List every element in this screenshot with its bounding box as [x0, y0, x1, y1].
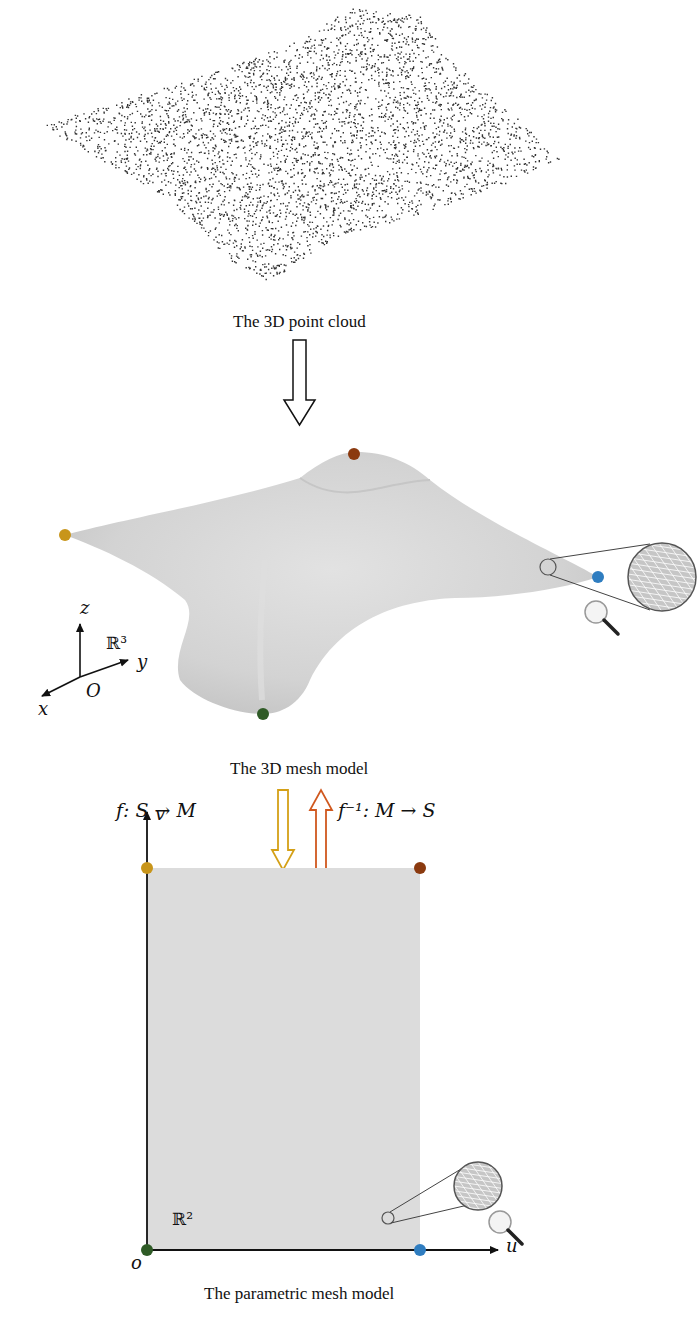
- caption: The 3D mesh model: [230, 760, 368, 779]
- inverse-map-arrow: [310, 790, 332, 870]
- mesh-shading: [300, 478, 430, 492]
- mesh-surface: [65, 452, 598, 714]
- axes-2d: [145, 812, 498, 1252]
- origin-label: O: [86, 681, 101, 701]
- space-label: ℝ²: [172, 1210, 193, 1229]
- axes-3d: [42, 624, 128, 696]
- mesh-shading: [260, 560, 265, 700]
- cloud-points: [47, 9, 560, 281]
- parameter-domain: [147, 868, 420, 1250]
- space-label: ℝ³: [106, 634, 127, 653]
- axis-label: u: [506, 1236, 518, 1256]
- origin-label: o: [131, 1253, 142, 1273]
- map-label: f⁻¹: M → S: [338, 800, 436, 821]
- corner-dot: [414, 1244, 426, 1256]
- corner-dot: [592, 571, 604, 583]
- magnifier-callout: [540, 536, 697, 634]
- corner-dot: [141, 862, 153, 874]
- axis-label: v: [155, 804, 165, 824]
- axis-label: z: [80, 598, 89, 618]
- caption: The parametric mesh model: [204, 1285, 394, 1304]
- axis-label: x: [38, 699, 48, 719]
- corner-dot: [257, 708, 269, 720]
- caption: The 3D point cloud: [233, 313, 366, 332]
- corner-dot: [348, 448, 360, 460]
- corner-dot: [141, 1244, 153, 1256]
- corner-dot: [59, 529, 71, 541]
- forward-map-arrow: [272, 790, 294, 870]
- block-arrow: [284, 340, 315, 425]
- magnifier-callout: [382, 1157, 536, 1244]
- point-cloud: [47, 9, 560, 281]
- axis-label: y: [137, 652, 147, 672]
- corner-dot: [414, 862, 426, 874]
